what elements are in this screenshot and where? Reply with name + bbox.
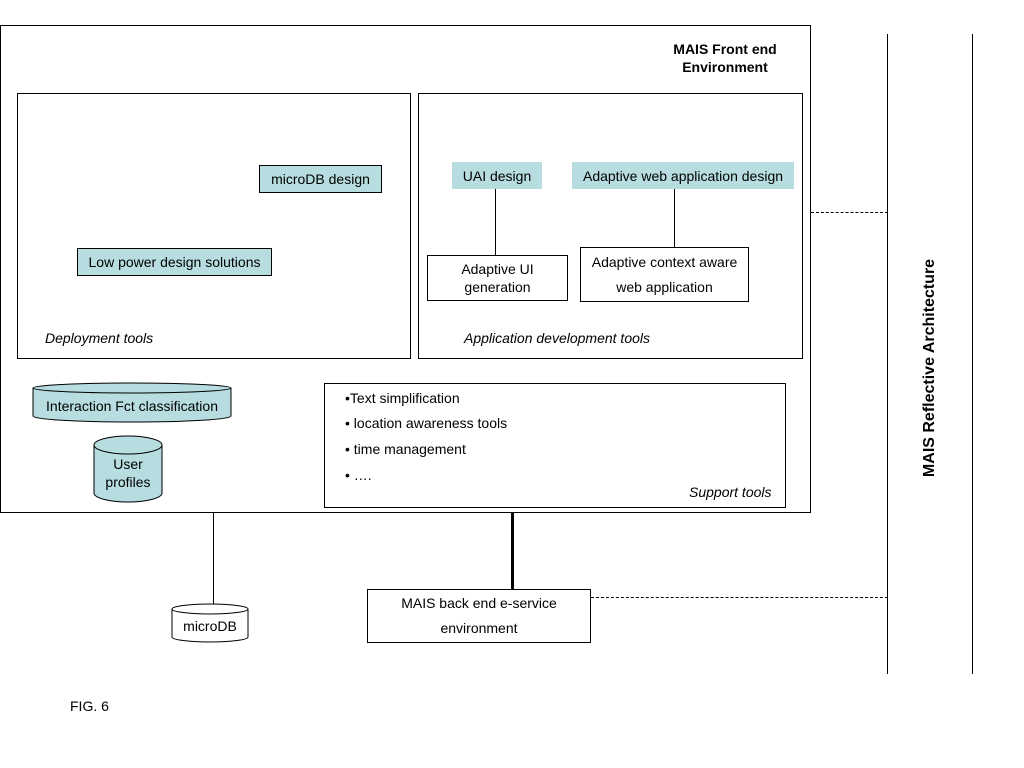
support-item-more: • …. xyxy=(345,467,372,483)
interaction-classification-text: Interaction Fct classification xyxy=(46,398,218,414)
user-profiles-line2: profiles xyxy=(105,474,151,490)
microdb-label: microDB xyxy=(171,615,249,637)
support-item-time-management: • time management xyxy=(345,441,466,457)
adaptive-ui-line1: Adaptive UI xyxy=(461,261,534,277)
connector-microdb xyxy=(213,513,214,605)
low-power-design-box: Low power design solutions xyxy=(77,248,272,276)
dashed-connector-front-end xyxy=(811,212,888,213)
context-aware-app-box: Adaptive context aware web application xyxy=(580,247,749,302)
connector-uai xyxy=(495,189,496,255)
user-profiles-cylinder xyxy=(93,435,163,503)
reflective-right-line xyxy=(972,34,973,674)
microdb-design-box: microDB design xyxy=(259,165,382,193)
support-tools-box xyxy=(324,383,786,508)
back-end-line2: environment xyxy=(440,620,518,636)
reflective-left-line xyxy=(887,34,888,674)
back-end-box: MAIS back end e-service environment xyxy=(367,589,591,643)
interaction-classification-label: Interaction Fct classification xyxy=(32,395,232,417)
adaptive-web-design-label: Adaptive web application design xyxy=(582,167,784,184)
deployment-tools-label: Deployment tools xyxy=(45,330,154,346)
context-aware-line1: Adaptive context aware xyxy=(591,253,738,270)
front-end-title: MAIS Front end Environment xyxy=(650,40,800,76)
figure-caption: FIG. 6 xyxy=(70,698,109,714)
interaction-classification-cylinder xyxy=(32,382,232,423)
adaptive-web-design-box: Adaptive web application design xyxy=(572,162,794,189)
connector-back-end xyxy=(511,513,514,589)
app-dev-tools-label: Application development tools xyxy=(464,330,651,346)
uai-design-box: UAI design xyxy=(452,162,542,189)
reflective-architecture-label-wrap: MAIS Reflective Architecture xyxy=(920,259,940,477)
user-profiles-line1: User xyxy=(113,456,143,472)
user-profiles-label: User profiles xyxy=(93,455,163,491)
low-power-design-label: Low power design solutions xyxy=(88,254,261,270)
reflective-architecture-label: MAIS Reflective Architecture xyxy=(921,258,938,478)
adaptive-ui-generation-box: Adaptive UI generation xyxy=(427,255,568,301)
front-end-title-line1: MAIS Front end xyxy=(673,41,777,57)
adaptive-ui-line2: generation xyxy=(464,279,531,295)
support-tools-label: Support tools xyxy=(689,484,772,500)
support-item-location-awareness: • location awareness tools xyxy=(345,415,508,431)
dashed-connector-back-end xyxy=(591,597,888,598)
deployment-tools-panel xyxy=(17,93,411,359)
microdb-cylinder xyxy=(171,603,249,643)
support-item-text-simplification: •Text simplification xyxy=(345,390,460,406)
back-end-line1: MAIS back end e-service xyxy=(401,595,557,611)
microdb-text: microDB xyxy=(183,618,237,634)
front-end-title-line2: Environment xyxy=(682,59,768,75)
microdb-design-label: microDB design xyxy=(271,171,370,187)
app-dev-tools-panel xyxy=(418,93,803,359)
context-aware-line2: web application xyxy=(616,278,713,295)
uai-design-label: UAI design xyxy=(462,167,532,184)
connector-adaptive-web xyxy=(674,189,675,247)
